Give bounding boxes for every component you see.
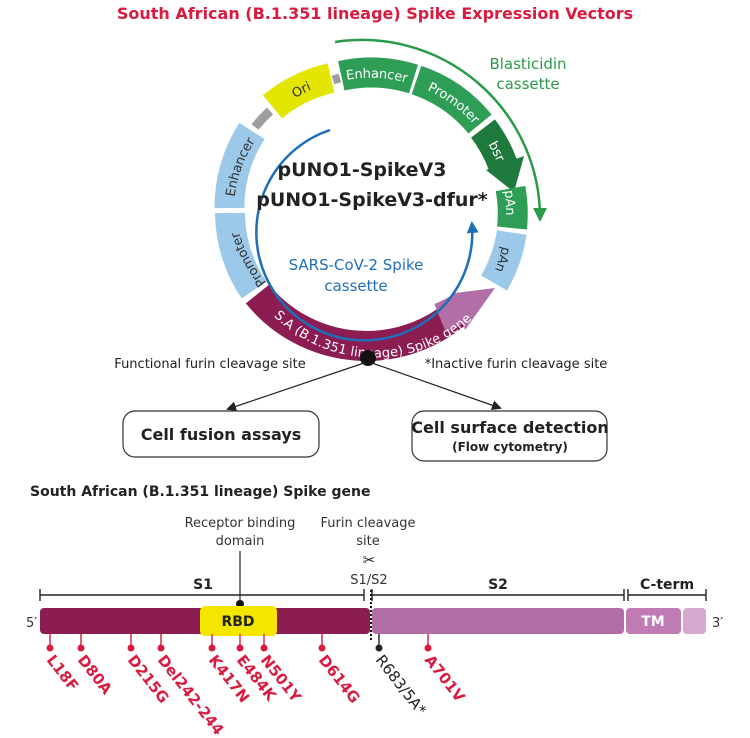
promoter-top-segment: [411, 65, 492, 134]
mutation-dot: [236, 644, 244, 652]
mutation-dot: [375, 644, 383, 652]
cleavage-label: S1/S2: [350, 573, 387, 588]
cterm-bar: [683, 608, 706, 634]
ori-segment: [262, 63, 335, 119]
spike-cassette-label-line1: SARS-CoV-2 Spike: [289, 256, 424, 274]
promoter-left-segment: [215, 212, 267, 299]
plasmid-name-2: pUNO1-SpikeV3-dfur*: [256, 189, 488, 211]
furin-caption-line2: site: [356, 534, 379, 549]
enhancer-top-label: Enhancer: [345, 67, 410, 87]
bsr-arrowhead: [486, 156, 524, 192]
cterm-label: C-term: [640, 577, 694, 593]
mutation-dot: [157, 644, 165, 652]
backbone-segment: [331, 73, 342, 85]
enhancer-top-segment: [338, 57, 419, 94]
mutation-dot: [77, 644, 85, 652]
mutation-label: D614G: [315, 651, 364, 706]
branch-arrow-left: [226, 362, 365, 412]
backbone-segment: [251, 107, 274, 130]
branch-arrow-right: [371, 362, 502, 411]
mutation-label: A701V: [421, 651, 469, 705]
mutation-dot: [318, 644, 326, 652]
rbd-caption-line2: domain: [216, 534, 265, 549]
gene-section-title: South African (B.1.351 lineage) Spike ge…: [30, 484, 370, 500]
enhancer-left-segment: [214, 122, 265, 209]
figure-title: South African (B.1.351 lineage) Spike Ex…: [117, 4, 633, 23]
gene-map: South African (B.1.351 lineage) Spike ge…: [26, 484, 723, 640]
pan-top-label: pAn: [501, 189, 517, 215]
mutation-label: D80A: [74, 651, 116, 698]
blasticidin-label-line2: cassette: [496, 75, 559, 93]
branch-dot: [360, 350, 376, 366]
inactive-furin-label: *Inactive furin cleavage site: [425, 357, 608, 372]
cell-fusion-box: [122, 410, 320, 458]
rbd-box: [200, 606, 277, 636]
mutation-dot: [208, 644, 216, 652]
spike-gene-segment: [245, 284, 471, 361]
mutation-dot: [46, 644, 54, 652]
mutation-dot: [260, 644, 268, 652]
bsr-segment: [470, 119, 518, 171]
pan-top-segment: [495, 185, 528, 230]
s2-bar: [372, 608, 624, 634]
cell-surface-title: Cell surface detection: [411, 418, 608, 437]
scissors-icon: ✂: [363, 551, 376, 569]
s2-label: S2: [488, 577, 508, 593]
three-prime-label: 3′: [712, 616, 723, 631]
spike-cassette-arrow: [255, 128, 479, 342]
spike-gene-tail: [434, 293, 472, 332]
plasmid-map: Ori Enhancer Promoter bsr pAn pAn S.A (B…: [214, 38, 567, 362]
branching: Functional furin cleavage site *Inactive…: [114, 350, 609, 462]
pan-bottom-segment: [480, 229, 527, 291]
spike-cassette-label-line2: cassette: [324, 277, 387, 295]
furin-caption-line1: Furin cleavage: [321, 516, 416, 531]
s1-label: S1: [193, 577, 213, 593]
mutation-label: L18F: [43, 651, 82, 694]
cell-surface-box: [411, 410, 608, 462]
functional-furin-label: Functional furin cleavage site: [114, 357, 305, 372]
plasmid-name-1: pUNO1-SpikeV3: [278, 159, 447, 181]
rbd-caption-line1: Receptor binding: [185, 516, 296, 531]
cell-surface-sub: (Flow cytometry): [452, 440, 568, 454]
tm-label: TM: [641, 614, 664, 630]
mutation-dot: [424, 644, 432, 652]
tm-bar: [626, 608, 681, 634]
mutation-dot: [127, 644, 135, 652]
blasticidin-cassette-arrow: [334, 38, 547, 222]
rbd-label: RBD: [221, 614, 254, 630]
five-prime-label: 5′: [26, 616, 37, 631]
cell-fusion-label: Cell fusion assays: [141, 425, 302, 444]
blasticidin-label-line1: Blasticidin: [489, 55, 566, 73]
